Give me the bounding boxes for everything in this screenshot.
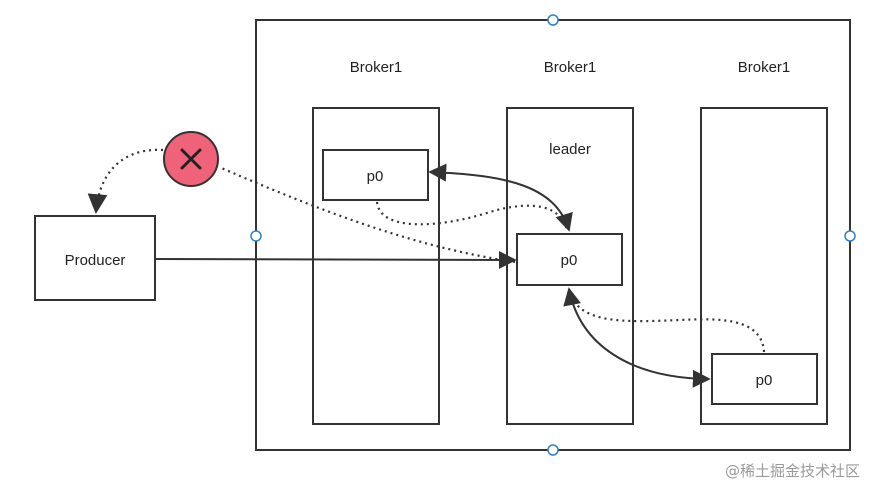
watermark: @稀土掘金技术社区 <box>724 462 860 480</box>
fetch-path-broker3[interactable] <box>568 292 766 353</box>
fetch-path-broker1[interactable] <box>375 201 568 229</box>
selection-handle-left[interactable] <box>250 230 262 242</box>
producer-to-leader-arrow[interactable] <box>154 250 517 269</box>
leader-label: leader <box>549 141 591 158</box>
selection-handle-bottom[interactable] <box>547 444 559 456</box>
replication-arrow-leader-broker3[interactable] <box>563 287 711 388</box>
partition-label-broker-3: p0 <box>756 372 773 389</box>
partition-box-broker-1[interactable] <box>322 149 429 201</box>
producer-box[interactable] <box>34 215 156 301</box>
broker-1-title: Broker1 <box>350 59 403 76</box>
x-mark-icon <box>163 131 219 187</box>
broker-3-title: Broker1 <box>738 59 791 76</box>
replication-arrow-broker1-leader[interactable] <box>428 163 573 232</box>
producer-label: Producer <box>65 252 126 269</box>
failed-ack-to-producer-arrow[interactable] <box>87 148 164 214</box>
broker-1-box[interactable] <box>312 107 440 425</box>
broker-3-box[interactable] <box>700 107 828 425</box>
partition-box-broker-2-leader[interactable] <box>516 233 623 286</box>
failed-ack-path[interactable] <box>218 165 516 264</box>
partition-box-broker-3[interactable] <box>711 353 818 405</box>
partition-label-broker-1: p0 <box>367 168 384 185</box>
x-mark-stroke-2 <box>180 148 202 170</box>
partition-label-broker-2: p0 <box>561 252 578 269</box>
selection-handle-top[interactable] <box>547 14 559 26</box>
selection-handle-right[interactable] <box>844 230 856 242</box>
broker-2-title: Broker1 <box>544 59 597 76</box>
